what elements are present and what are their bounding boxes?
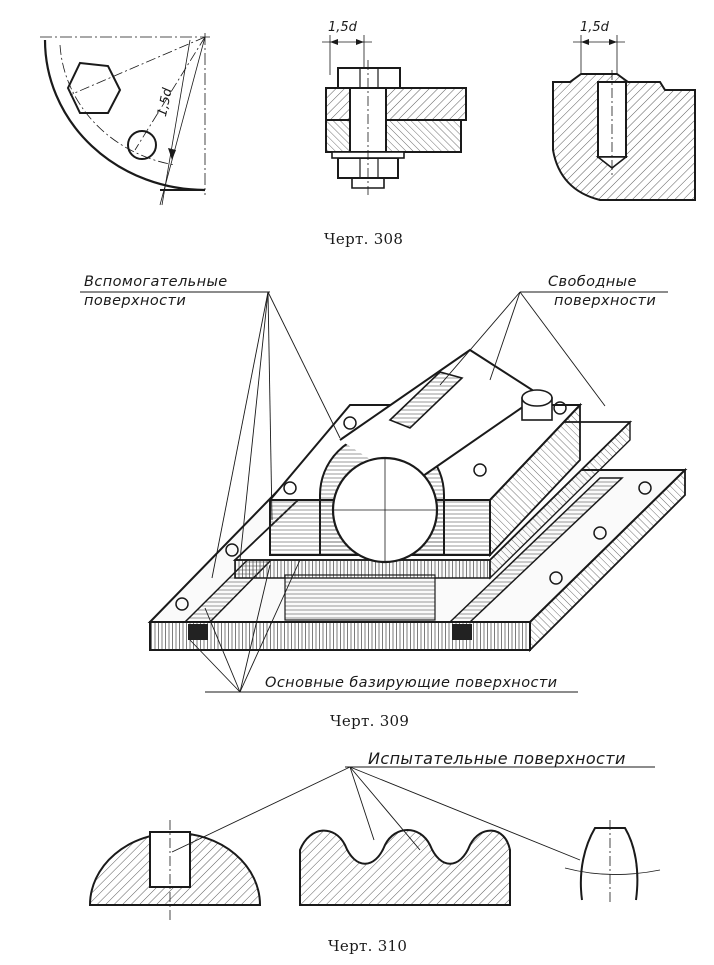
label-aux-line2: поверхности [84, 293, 187, 309]
caption-fig309: Черт. 309 [330, 712, 410, 730]
dim-label-bolt: 1,5d [328, 20, 357, 35]
fig309-assembly [80, 291, 688, 693]
fig308-bolt-section [322, 35, 467, 195]
dim-label-stud: 1,5d [580, 20, 609, 35]
label-free-line1: Свободные [548, 274, 637, 290]
label-test-surfaces: Испытательные поверхности [368, 749, 626, 768]
label-free-line2: поверхности [554, 293, 657, 309]
fig308-flange-view [40, 33, 210, 206]
caption-fig308: Черт. 308 [324, 230, 404, 248]
fig308-stud-section [552, 35, 696, 201]
label-base-surfaces: Основные базирующие поверхности [265, 675, 558, 691]
fig310-sections [88, 766, 661, 920]
label-aux-line1: Вспомогательные [84, 274, 228, 290]
caption-fig310: Черт. 310 [328, 937, 408, 955]
